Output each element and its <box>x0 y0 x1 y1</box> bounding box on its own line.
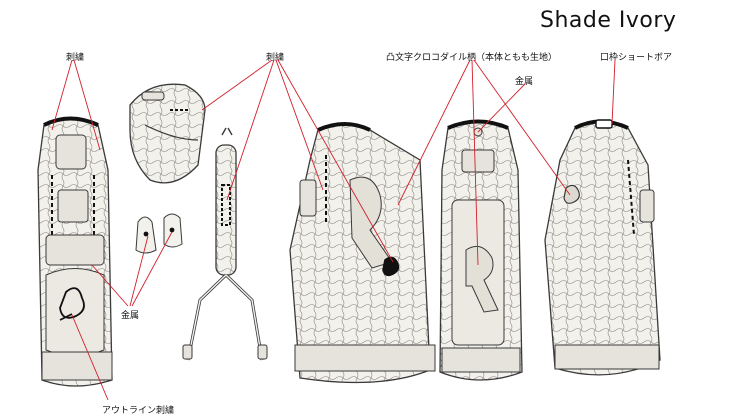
rain-hood <box>129 83 206 184</box>
label-embroidery-center: 刺繍 <box>266 53 285 63</box>
label-metal-top: 金属 <box>515 77 534 87</box>
bag-front-center <box>439 119 523 381</box>
bag-three-quarter-left <box>289 122 436 384</box>
label-metal-left: 金属 <box>121 311 140 321</box>
callout-lines <box>51 59 616 401</box>
label-mouth-frame: 口枠ショートボア <box>600 53 673 63</box>
bag-front-left <box>37 116 113 387</box>
metal-tags <box>135 213 183 254</box>
shoulder-strap <box>182 127 268 361</box>
bag-side-right <box>544 119 661 376</box>
label-croco-pattern: 凸文字クロコダイル柄（本体ともも生地） <box>386 53 558 63</box>
label-outline-embroidery: アウトライン刺繍 <box>102 406 175 416</box>
colorway-title: Shade Ivory <box>540 8 677 33</box>
label-embroidery-left: 刺繍 <box>66 53 85 63</box>
